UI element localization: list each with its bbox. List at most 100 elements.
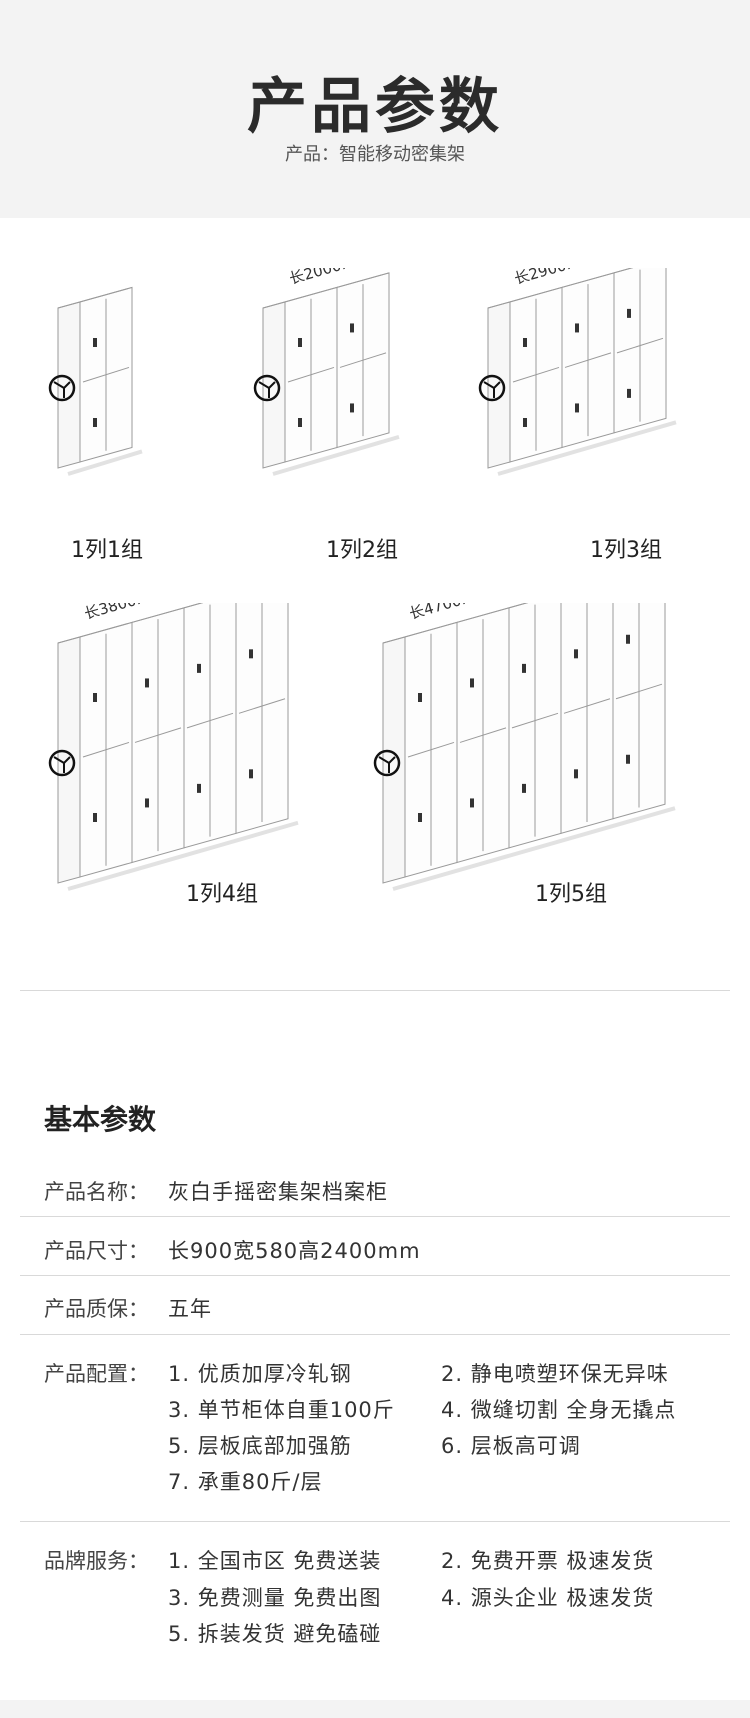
door-split xyxy=(459,727,507,743)
lock-icon xyxy=(574,649,578,659)
floor-rail xyxy=(497,420,677,476)
door-split xyxy=(511,712,559,729)
config-item: 4. 微缝切割 全身无撬点 xyxy=(441,1398,677,1422)
lock-icon xyxy=(145,798,149,808)
floor-rail xyxy=(272,434,400,476)
variant-1x5: 长4700mm xyxy=(365,603,715,903)
spec-value-size: 长900宽580高2400mm xyxy=(168,1239,421,1263)
content-card: 1列1组 长2000mm 1列2组 长2900mm 1列3组 长3800mm 1… xyxy=(0,218,750,1700)
lock-icon xyxy=(627,388,631,398)
config-item: 5. 层板底部加强筋 xyxy=(168,1434,352,1458)
lock-icon xyxy=(249,649,253,659)
door-split xyxy=(287,366,335,383)
lock-icon xyxy=(350,323,354,333)
lock-icon xyxy=(627,308,631,318)
divider xyxy=(20,1334,730,1335)
lock-icon xyxy=(93,693,97,702)
variant-label: 1列3组 xyxy=(590,538,662,563)
cabinet-illustration: 长2000mm xyxy=(253,268,400,476)
lock-icon xyxy=(249,769,253,779)
config-item: 3. 单节柜体自重100斤 xyxy=(168,1398,395,1422)
door-split xyxy=(563,698,611,714)
door-split xyxy=(512,366,560,383)
floor-rail xyxy=(67,449,143,476)
lock-icon xyxy=(418,693,422,702)
spec-label-config: 产品配置： xyxy=(44,1362,149,1386)
lock-icon xyxy=(470,798,474,808)
divider xyxy=(20,990,730,991)
door-split xyxy=(186,712,234,729)
top-edge xyxy=(262,272,390,309)
door-split xyxy=(82,366,130,383)
lock-icon xyxy=(93,418,97,427)
service-item: 3. 免费测量 免费出图 xyxy=(168,1586,382,1610)
lock-icon xyxy=(522,783,526,793)
lock-icon xyxy=(350,403,354,413)
service-item: 5. 拆装发货 避免磕碰 xyxy=(168,1622,382,1646)
lock-icon xyxy=(523,338,527,347)
spec-value-name: 灰白手摇密集架档案柜 xyxy=(168,1180,388,1204)
divider xyxy=(20,1521,730,1522)
cabinet-side xyxy=(382,636,406,884)
lock-icon xyxy=(574,769,578,779)
config-item: 1. 优质加厚冷轧钢 xyxy=(168,1362,352,1386)
cabinet-side xyxy=(57,636,81,884)
lock-icon xyxy=(197,663,201,673)
variant-label: 1列5组 xyxy=(535,882,607,907)
lock-icon xyxy=(93,338,97,347)
page-title: 产品参数 xyxy=(247,72,503,142)
variant-1x3: 长2900mm xyxy=(470,268,720,488)
lock-icon xyxy=(470,678,474,688)
cabinet-illustration xyxy=(48,286,143,476)
top-edge xyxy=(382,603,529,644)
door-split xyxy=(82,741,130,758)
cabinet-illustration: 长3800mm xyxy=(48,603,299,891)
service-item: 2. 免费开票 极速发货 xyxy=(441,1549,655,1573)
handwheel-icon xyxy=(373,749,401,777)
page-subtitle: 产品：智能移动密集架 xyxy=(285,144,465,165)
variant-1x4: 长3800mm xyxy=(40,603,340,903)
floor-rail xyxy=(392,806,676,891)
lock-icon xyxy=(298,418,302,427)
cabinet-side xyxy=(262,301,286,469)
variant-1x1 xyxy=(40,268,210,488)
config-item: 7. 承重80斤/层 xyxy=(168,1470,323,1494)
top-edge xyxy=(57,286,133,309)
variant-label: 1列1组 xyxy=(71,538,143,563)
divider xyxy=(20,1275,730,1276)
door-split xyxy=(564,352,612,368)
variant-label: 1列2组 xyxy=(326,538,398,563)
lock-icon xyxy=(197,783,201,793)
handwheel-icon xyxy=(48,749,76,777)
lock-icon xyxy=(418,813,422,822)
spec-label-service: 品牌服务： xyxy=(44,1549,149,1573)
spec-value-warranty: 五年 xyxy=(168,1297,212,1321)
spec-label-warranty: 产品质保： xyxy=(44,1297,149,1321)
door-split xyxy=(238,698,286,714)
lock-icon xyxy=(575,323,579,333)
service-item: 4. 源头企业 极速发货 xyxy=(441,1586,655,1610)
door-split xyxy=(134,727,182,743)
top-edge xyxy=(487,268,634,309)
divider xyxy=(20,1216,730,1217)
lock-icon xyxy=(626,634,630,644)
lock-icon xyxy=(522,663,526,673)
lock-icon xyxy=(626,754,630,764)
lock-icon xyxy=(93,813,97,822)
lock-icon xyxy=(298,338,302,347)
floor-rail xyxy=(67,820,299,891)
cabinet-illustration: 长4700mm xyxy=(373,603,676,891)
variant-1x2: 长2000mm xyxy=(245,268,445,488)
handwheel-icon xyxy=(48,374,76,402)
config-item: 6. 层板高可调 xyxy=(441,1434,581,1458)
spec-label-name: 产品名称： xyxy=(44,1180,149,1204)
config-item: 2. 静电喷塑环保无异味 xyxy=(441,1362,669,1386)
service-item: 1. 全国市区 免费送装 xyxy=(168,1549,382,1573)
top-edge xyxy=(57,603,204,644)
cabinet-side xyxy=(57,301,81,469)
lock-icon xyxy=(575,403,579,413)
door-split xyxy=(339,352,387,368)
door-split xyxy=(407,741,455,758)
variant-label: 1列4组 xyxy=(186,882,258,907)
